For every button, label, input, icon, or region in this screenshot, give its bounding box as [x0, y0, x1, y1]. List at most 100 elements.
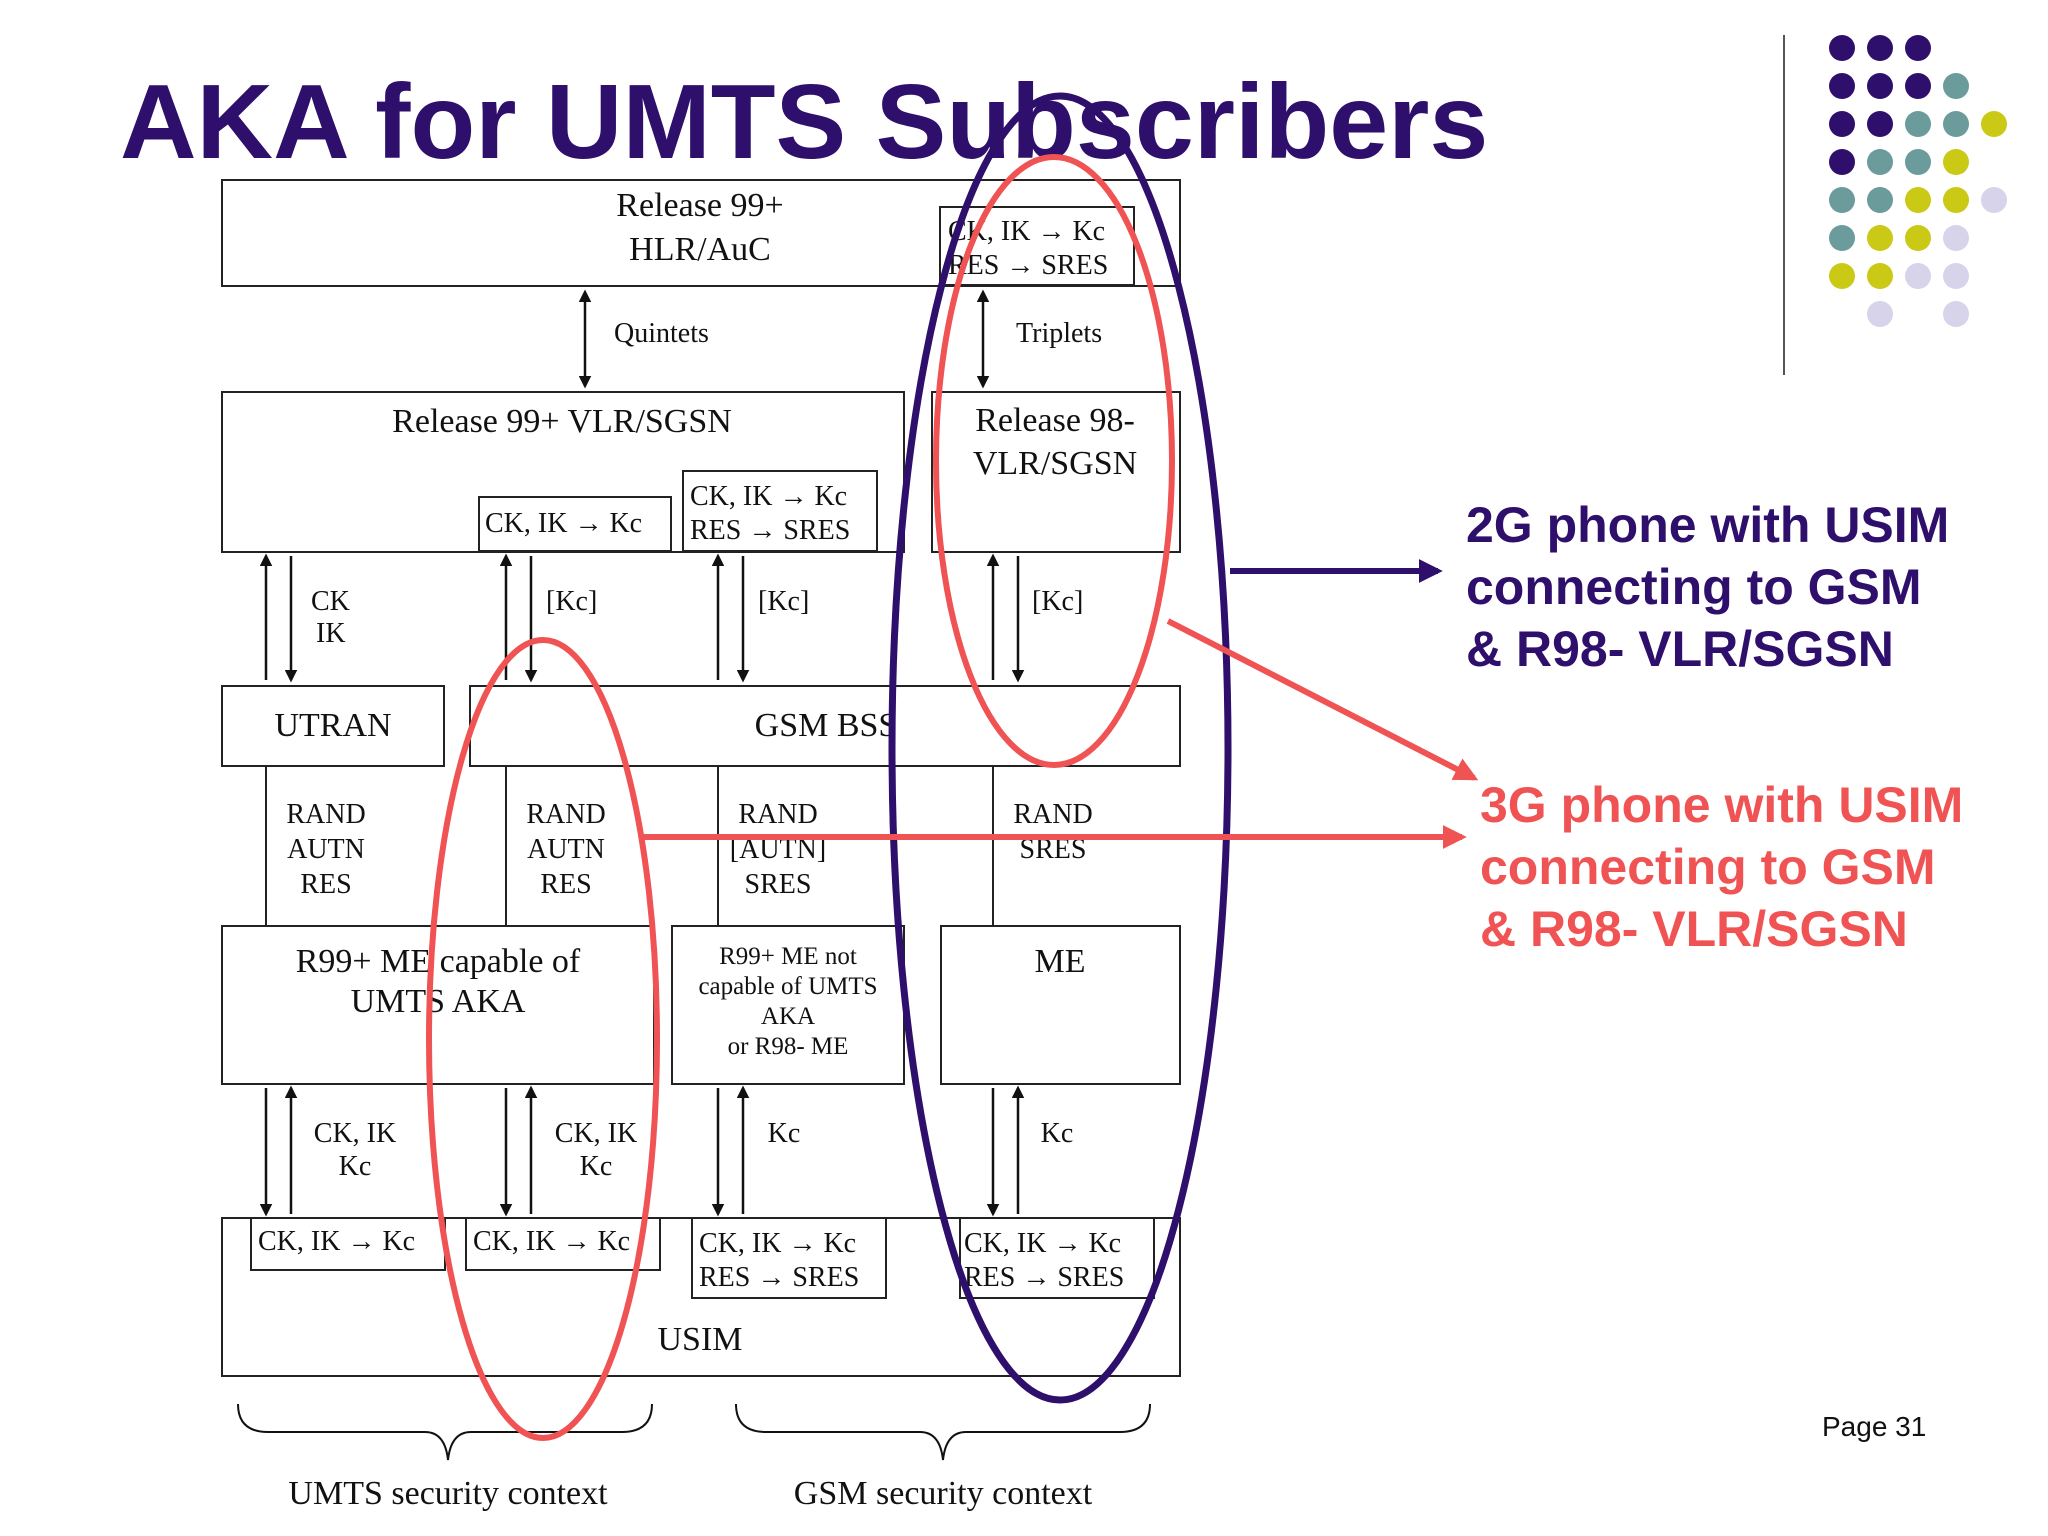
me-not-line4: or R98- ME — [728, 1033, 849, 1060]
ck-label: CK — [311, 586, 350, 617]
usim-conversion-box-4 — [959, 1217, 1155, 1299]
purple-callout-line1: 2G phone with USIM — [1466, 497, 1949, 553]
decorative-dot — [1829, 149, 1855, 175]
usim-conversion-box-3 — [691, 1217, 887, 1299]
lower-col1-line2: Kc — [339, 1151, 372, 1182]
vlr98-line2: VLR/SGSN — [973, 445, 1137, 482]
kc-label-3: [Kc] — [1032, 586, 1083, 617]
decorative-dot — [1905, 225, 1931, 251]
utran-label: UTRAN — [274, 707, 391, 744]
rand-col1-line1: RAND — [286, 799, 365, 830]
vlr-sgsn-r98-box — [931, 391, 1181, 553]
umts-context-label: UMTS security context — [288, 1475, 608, 1512]
quintets-label: Quintets — [614, 318, 709, 349]
usim-conv3-line1: CK, IK → Kc — [699, 1228, 856, 1259]
utran-box — [221, 685, 445, 767]
decorative-dot — [1905, 73, 1931, 99]
lower-col2-line2: Kc — [580, 1151, 613, 1182]
decorative-dot — [1867, 187, 1893, 213]
usim-conv4-line1: CK, IK → Kc — [964, 1228, 1121, 1259]
decorative-dot — [1943, 73, 1969, 99]
purple-callout-line3: & R98- VLR/SGSN — [1466, 621, 1894, 677]
rand-col2-line1: RAND — [526, 799, 605, 830]
decorative-dot — [1943, 111, 1969, 137]
usim-conv4-line2: RES → SRES — [964, 1262, 1124, 1293]
decorative-dot — [1943, 301, 1969, 327]
decorative-dot — [1943, 149, 1969, 175]
decorative-dot — [1829, 111, 1855, 137]
rand-col1-line3: RES — [300, 869, 351, 900]
decorative-dot — [1905, 35, 1931, 61]
purple-highlight-ellipse — [888, 92, 1232, 1404]
red-callout: 3G phone with USIM connecting to GSM & R… — [1480, 777, 1963, 957]
usim-conv2: CK, IK → Kc — [473, 1226, 630, 1257]
lower-col4-line1: Kc — [1041, 1118, 1074, 1149]
decorative-dot — [1829, 263, 1855, 289]
usim-conversion-box-2 — [465, 1217, 661, 1271]
decorative-dot — [1829, 35, 1855, 61]
decorative-dot — [1829, 225, 1855, 251]
rand-col2-line3: RES — [540, 869, 591, 900]
decorative-dot — [1829, 73, 1855, 99]
purple-callout: 2G phone with USIM connecting to GSM & R… — [1466, 497, 1949, 677]
slide-title: AKA for UMTS Subscribers — [120, 63, 1488, 181]
decorative-dot — [1943, 187, 1969, 213]
usim-label: USIM — [657, 1321, 742, 1358]
kc-label-2: [Kc] — [758, 586, 809, 617]
vlr99-conv2-line1: CK, IK → Kc — [690, 481, 847, 512]
me-r99-capable-box — [221, 925, 655, 1085]
me-not-line1: R99+ ME not — [719, 943, 857, 970]
red-callout-arrow-upper — [1166, 618, 1479, 781]
decorative-dot — [1905, 111, 1931, 137]
me99-line1: R99+ ME capable of — [296, 943, 581, 980]
decorative-dot — [1905, 263, 1931, 289]
decorative-dot — [1867, 301, 1893, 327]
decorative-dot — [1867, 35, 1893, 61]
vlr99-conversion-box-2 — [682, 470, 878, 552]
vlr99-conversion-box-1 — [478, 496, 672, 552]
vlr99-conv1: CK, IK → Kc — [485, 508, 642, 539]
hlr-conv-line2: RES → SRES — [948, 250, 1108, 281]
me-not-line2: capable of UMTS — [698, 973, 877, 1000]
aka-diagram: Release 99+ HLR/AuC CK, IK → Kc RES → SR… — [221, 179, 1181, 1512]
decorative-dot — [1905, 149, 1931, 175]
me-not-line3: AKA — [761, 1003, 815, 1030]
hlr-line1: Release 99+ — [616, 187, 783, 224]
vlr99-label: Release 99+ VLR/SGSN — [392, 403, 732, 440]
ik-label: IK — [316, 618, 346, 649]
decorative-dot — [1829, 187, 1855, 213]
decorative-dot — [1943, 263, 1969, 289]
decorative-dot — [1981, 187, 2007, 213]
gsm-bss-box — [469, 685, 1181, 767]
umts-context-brace — [237, 1403, 653, 1461]
triplets-label: Triplets — [1016, 318, 1102, 349]
decorative-dot — [1867, 149, 1893, 175]
decorative-dot — [1905, 187, 1931, 213]
lower-col3-line1: Kc — [768, 1118, 801, 1149]
decorative-dot — [1867, 111, 1893, 137]
gsm-bss-label: GSM BSS — [755, 707, 898, 744]
red-callout-line2: connecting to GSM — [1480, 839, 1936, 895]
red-callout-line3: & R98- VLR/SGSN — [1480, 901, 1908, 957]
usim-conv3-line2: RES → SRES — [699, 1262, 859, 1293]
me-label: ME — [1035, 943, 1086, 980]
me-box — [940, 925, 1181, 1085]
vlr98-line1: Release 98- — [975, 402, 1135, 439]
kc-label-1: [Kc] — [546, 586, 597, 617]
rand-col3-line1: RAND — [738, 799, 817, 830]
decorative-dot — [1867, 263, 1893, 289]
decorative-dot — [1981, 111, 2007, 137]
decorative-dot — [1867, 73, 1893, 99]
red-callout-line1: 3G phone with USIM — [1480, 777, 1963, 833]
gsm-context-brace — [735, 1403, 1151, 1461]
me99-line2: UMTS AKA — [351, 983, 526, 1020]
vlr99-conv2-line2: RES → SRES — [690, 515, 850, 546]
decorative-dot — [1867, 225, 1893, 251]
lower-col2-line1: CK, IK — [555, 1118, 637, 1149]
red-highlight-ellipse-top — [933, 154, 1175, 768]
lower-col1-line1: CK, IK — [314, 1118, 396, 1149]
purple-callout-line2: connecting to GSM — [1466, 559, 1922, 615]
decorative-dot-grid — [1829, 35, 2007, 327]
rand-col2-line2: AUTN — [527, 834, 605, 865]
decorative-dot — [1943, 225, 1969, 251]
